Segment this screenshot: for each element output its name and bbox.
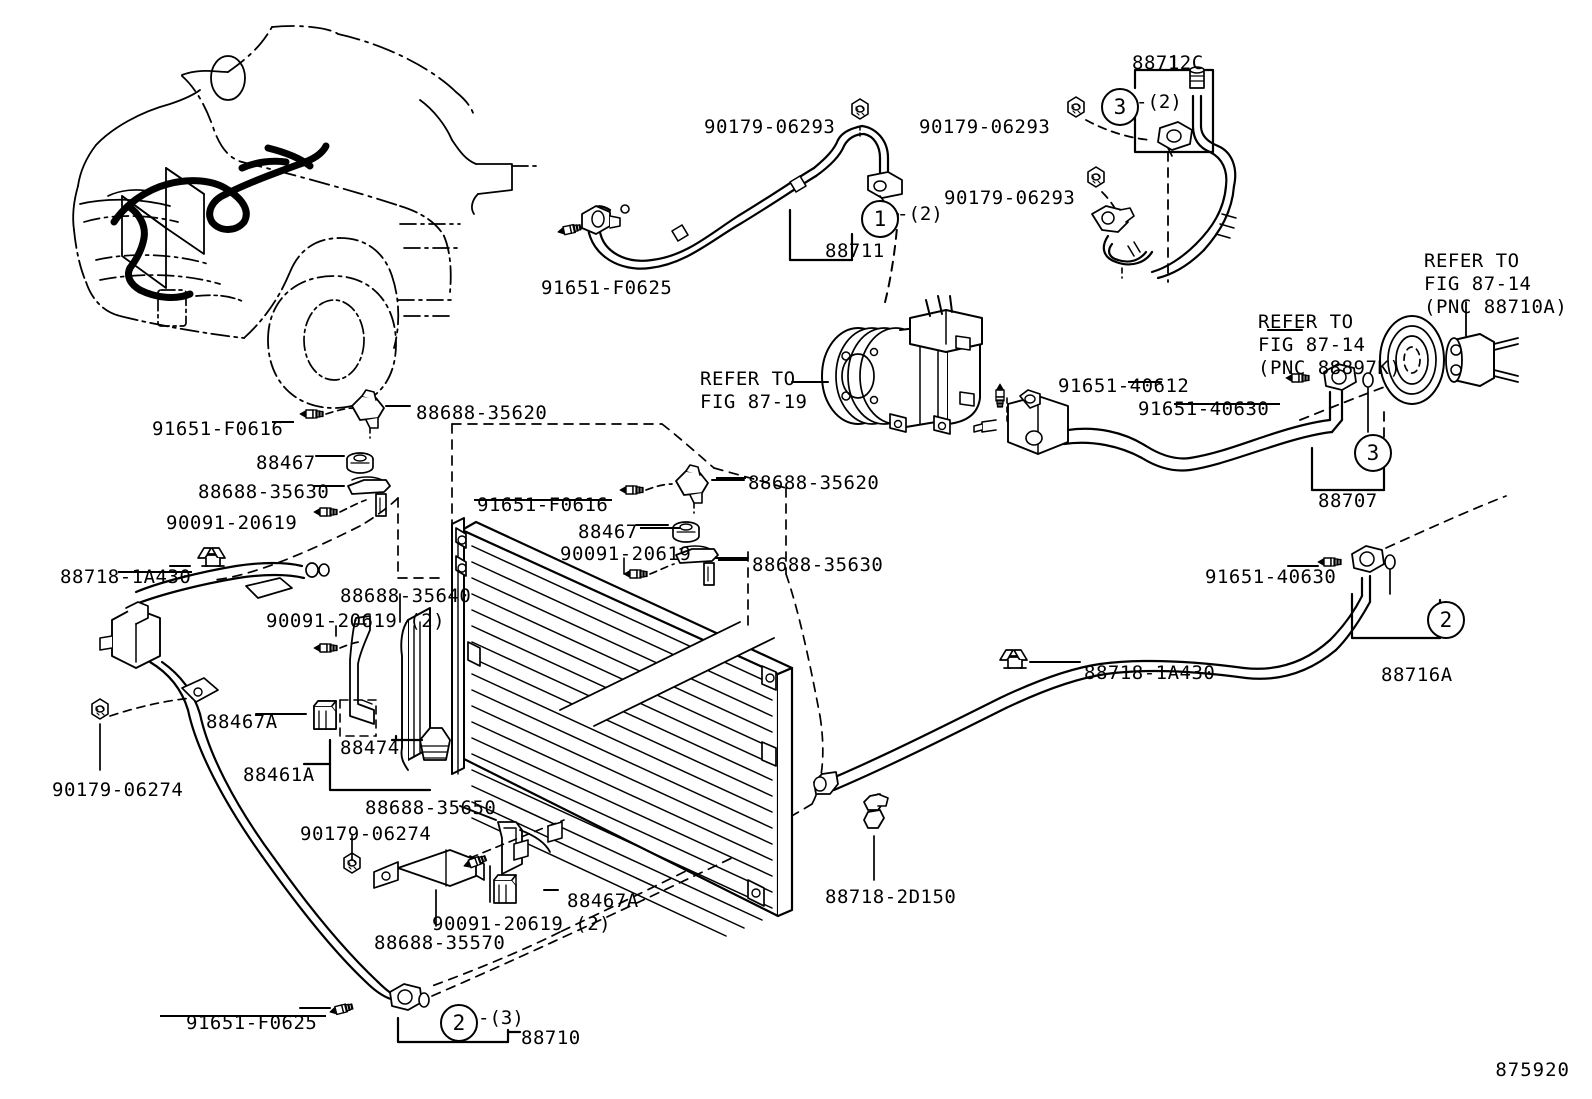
part-label-88688-35570: 88688-35570 xyxy=(374,932,506,954)
callout-3-88712c: 3 xyxy=(1101,88,1139,126)
part-label-88712c: 88712C xyxy=(1132,52,1204,74)
part-label-91651-f0625-upper: 91651-F0625 xyxy=(541,277,673,299)
leader-lines xyxy=(118,381,1280,1017)
part-label-88688-35620-center: 88688-35620 xyxy=(748,472,880,494)
vehicle-illustration-group xyxy=(72,25,541,409)
part-label-88467a-lower: 88467A xyxy=(567,890,639,912)
part-label-88688-35620-left: 88688-35620 xyxy=(416,402,548,424)
reference-label-fig-87-14-pnc-88710a: REFER TO FIG 87-14 (PNC 88710A) xyxy=(1424,250,1568,318)
part-label-91651-f0616-center: 91651-F0616 xyxy=(477,494,609,516)
callout-1-88711-qty: -(2) xyxy=(897,203,943,225)
pipe-88716a-group xyxy=(813,495,1507,881)
reference-label-fig-87-19: REFER TO FIG 87-19 xyxy=(700,368,808,413)
part-label-91651-40630-lower: 91651-40630 xyxy=(1205,566,1337,588)
part-label-90091-20619-qty2-lower: 90091-20619 (2) xyxy=(432,913,612,935)
part-label-88688-35630-center: 88688-35630 xyxy=(752,554,884,576)
pipe-88710-group xyxy=(91,547,737,1044)
condenser-group xyxy=(400,517,794,937)
callout-2-88716a: 2 xyxy=(1427,601,1465,639)
bracket-lower-group xyxy=(343,805,565,927)
part-label-88467-left: 88467 xyxy=(256,452,316,474)
part-label-88711: 88711 xyxy=(825,240,885,262)
callout-2-88710: 2 xyxy=(440,1004,478,1042)
part-label-88718-2d150: 88718-2D150 xyxy=(825,886,957,908)
part-label-88688-35650: 88688-35650 xyxy=(365,797,497,819)
part-label-91651-40612: 91651-40612 xyxy=(1058,375,1190,397)
part-label-88718-1a430-left: 88718-1A430 xyxy=(60,566,192,588)
part-label-91651-f0625-lower: 91651-F0625 xyxy=(186,1012,318,1034)
hose-88712c-group xyxy=(1067,54,1237,283)
reference-label-fig-87-14-pnc-88897k: REFER TO FIG 87-14 (PNC 88897K) xyxy=(1258,311,1402,379)
bracket-88688-35640-group xyxy=(255,593,432,792)
part-label-90179-06293-upper-mid: 90179-06293 xyxy=(919,116,1051,138)
part-label-88467a-left: 88467A xyxy=(206,711,278,733)
part-label-88474: 88474 xyxy=(340,737,400,759)
part-label-88467-center: 88467 xyxy=(578,521,638,543)
part-label-88716a: 88716A xyxy=(1381,664,1453,686)
part-label-90179-06274-lower: 90179-06274 xyxy=(300,823,432,845)
hose-mid-fitting-group xyxy=(1087,166,1154,279)
part-label-90091-20619-left: 90091-20619 xyxy=(166,512,298,534)
part-label-88707: 88707 xyxy=(1318,490,1378,512)
part-label-88710: 88710 xyxy=(521,1027,581,1049)
part-label-90179-06293-mid: 90179-06293 xyxy=(944,187,1076,209)
part-label-90091-20619-center: 90091-20619 xyxy=(560,543,692,565)
part-label-91651-f0616-left: 91651-F0616 xyxy=(152,418,284,440)
part-label-90091-20619-qty2-upper: 90091-20619 (2) xyxy=(266,610,446,632)
part-label-91651-40630-upper: 91651-40630 xyxy=(1138,398,1270,420)
part-label-90179-06293-upper-left: 90179-06293 xyxy=(704,116,836,138)
pipe-88707-group xyxy=(973,301,1519,492)
callout-3-88707: 3 xyxy=(1354,434,1392,472)
part-label-88688-35640: 88688-35640 xyxy=(340,585,472,607)
part-label-88461a: 88461A xyxy=(243,764,315,786)
part-label-88718-1a430-right: 88718-1A430 xyxy=(1084,662,1216,684)
callout-3-88712c-qty: -(2) xyxy=(1136,91,1182,113)
diagram-number: 875920 xyxy=(1495,1059,1570,1081)
part-label-88688-35630-left: 88688-35630 xyxy=(198,481,330,503)
callout-1-88711: 1 xyxy=(861,200,899,238)
hose-88711-group xyxy=(556,98,903,307)
callout-2-88710-qty: -(3) xyxy=(478,1007,524,1029)
part-label-90179-06274-left: 90179-06274 xyxy=(52,779,184,801)
compressor-group xyxy=(791,295,983,435)
